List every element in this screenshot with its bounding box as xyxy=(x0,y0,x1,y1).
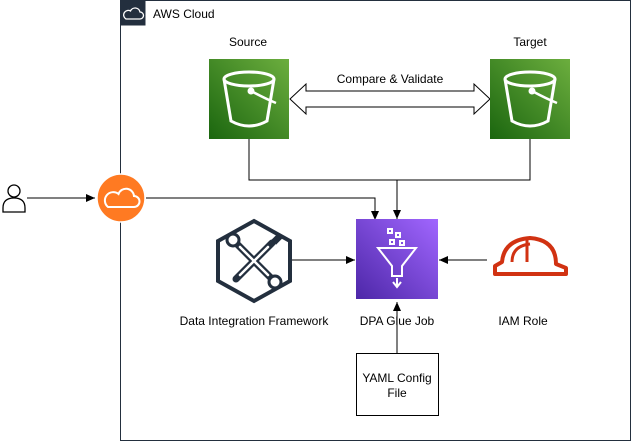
cloud-gateway-icon xyxy=(96,173,146,223)
edge-target-to-glue xyxy=(397,139,531,181)
target-label: Target xyxy=(513,35,547,49)
hard-hat-icon xyxy=(493,236,568,276)
framework-label: Data Integration Framework xyxy=(180,314,330,328)
compare-validate-label: Compare & Validate xyxy=(337,72,444,86)
target-node: Target xyxy=(490,35,570,139)
s3-bucket-icon xyxy=(209,59,289,139)
source-label: Source xyxy=(229,35,267,49)
s3-bucket-icon xyxy=(490,59,570,139)
yaml-config-label-line1: YAML Config xyxy=(362,371,431,385)
tools-hexagon-icon xyxy=(216,218,292,304)
glue-job-label: DPA Glue Job xyxy=(360,314,435,328)
yaml-config-label-line2: File xyxy=(387,386,407,400)
framework-node: Data Integration Framework xyxy=(180,218,330,328)
compare-validate-arrow: Compare & Validate xyxy=(289,72,491,116)
connectors xyxy=(27,139,531,353)
iam-role-node: IAM Role xyxy=(493,236,568,328)
edge-source-to-glue xyxy=(248,139,401,219)
yaml-config-node: YAML Config File xyxy=(356,353,439,416)
iam-role-label: IAM Role xyxy=(498,314,548,328)
user-icon xyxy=(2,184,26,213)
edge-gateway-to-glue xyxy=(146,197,379,220)
aws-cloud-icon xyxy=(120,0,146,26)
source-node: Source xyxy=(209,35,289,139)
glue-funnel-icon xyxy=(356,219,438,299)
glue-job-node: DPA Glue Job xyxy=(356,219,438,328)
aws-cloud-label: AWS Cloud xyxy=(153,7,215,21)
